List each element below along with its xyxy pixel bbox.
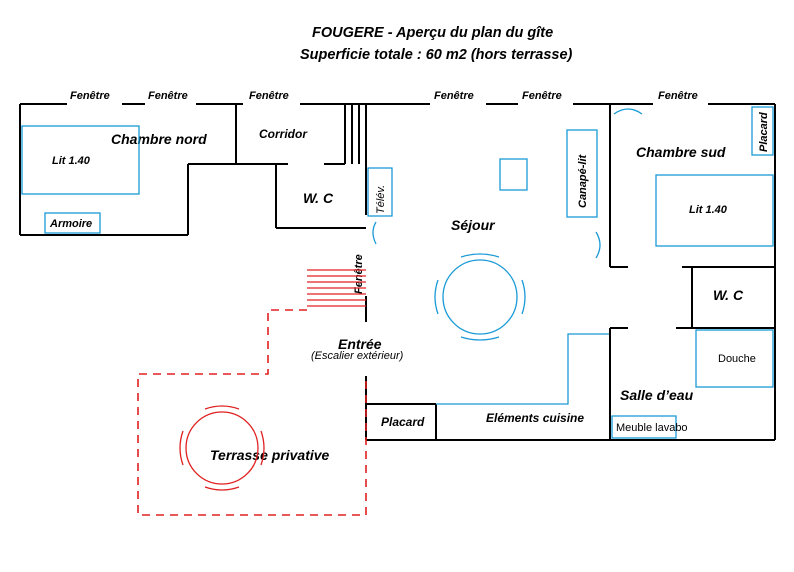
bed-nord: [21, 125, 140, 195]
sink-cabinet-label: Meuble lavabo: [616, 422, 688, 434]
room-chambre-nord: Chambre nord: [111, 131, 207, 147]
armchair-right: [595, 231, 601, 259]
window-label: Fenêtre: [522, 90, 562, 102]
room-terrasse: Terrasse privative: [210, 447, 330, 463]
outer-walls: [19, 103, 776, 441]
plan-subtitle: Superficie totale : 60 m2 (hors terrasse…: [300, 47, 573, 63]
terrace-outline: [137, 309, 367, 516]
coffee-table: [499, 158, 528, 191]
bed-nord-label: Lit 1.40: [52, 155, 91, 167]
bed-sud: [655, 174, 774, 247]
shower: [695, 329, 774, 388]
kitchen-label: Eléments cuisine: [486, 411, 584, 425]
room-sejour: Séjour: [451, 217, 496, 233]
door-arc: [613, 108, 643, 115]
room-wc-right: W. C: [713, 287, 744, 303]
room-corridor: Corridor: [259, 127, 308, 141]
room-wc-left: W. C: [303, 190, 334, 206]
room-entree: Entrée: [338, 336, 382, 352]
closet-entree-label: Placard: [381, 415, 425, 429]
closet-sud: [751, 106, 774, 156]
wardrobe: [44, 212, 101, 234]
bed-sud-label: Lit 1.40: [689, 204, 728, 216]
tv: [367, 167, 393, 217]
closet-sud-label: Placard: [758, 112, 770, 152]
room-chambre-sud: Chambre sud: [636, 144, 726, 160]
window-label: Fenêtre: [249, 90, 289, 102]
armchair-left: [372, 221, 377, 245]
entree-note: (Escalier extérieur): [311, 350, 404, 362]
window-label: Fenêtre: [658, 90, 698, 102]
sink-cabinet: [611, 415, 677, 439]
shower-label: Douche: [718, 353, 756, 365]
window-label: Fenêtre: [148, 90, 188, 102]
dining-table: [434, 253, 526, 341]
kitchen-counter: [436, 333, 609, 405]
room-salle-eau: Salle d’eau: [620, 387, 694, 403]
terrace-table: [179, 405, 265, 491]
window-label: Fenêtre: [353, 254, 365, 294]
window-label: Fenêtre: [70, 90, 110, 102]
exterior-stairs: [307, 269, 366, 307]
wardrobe-label: Armoire: [49, 218, 92, 230]
sofa-bed: [566, 129, 598, 218]
sofa-bed-label: Canapé-lit: [577, 153, 589, 208]
plan-title: FOUGERE - Aperçu du plan du gîte: [312, 25, 553, 41]
tv-label: Télév.: [375, 185, 387, 214]
window-label: Fenêtre: [434, 90, 474, 102]
